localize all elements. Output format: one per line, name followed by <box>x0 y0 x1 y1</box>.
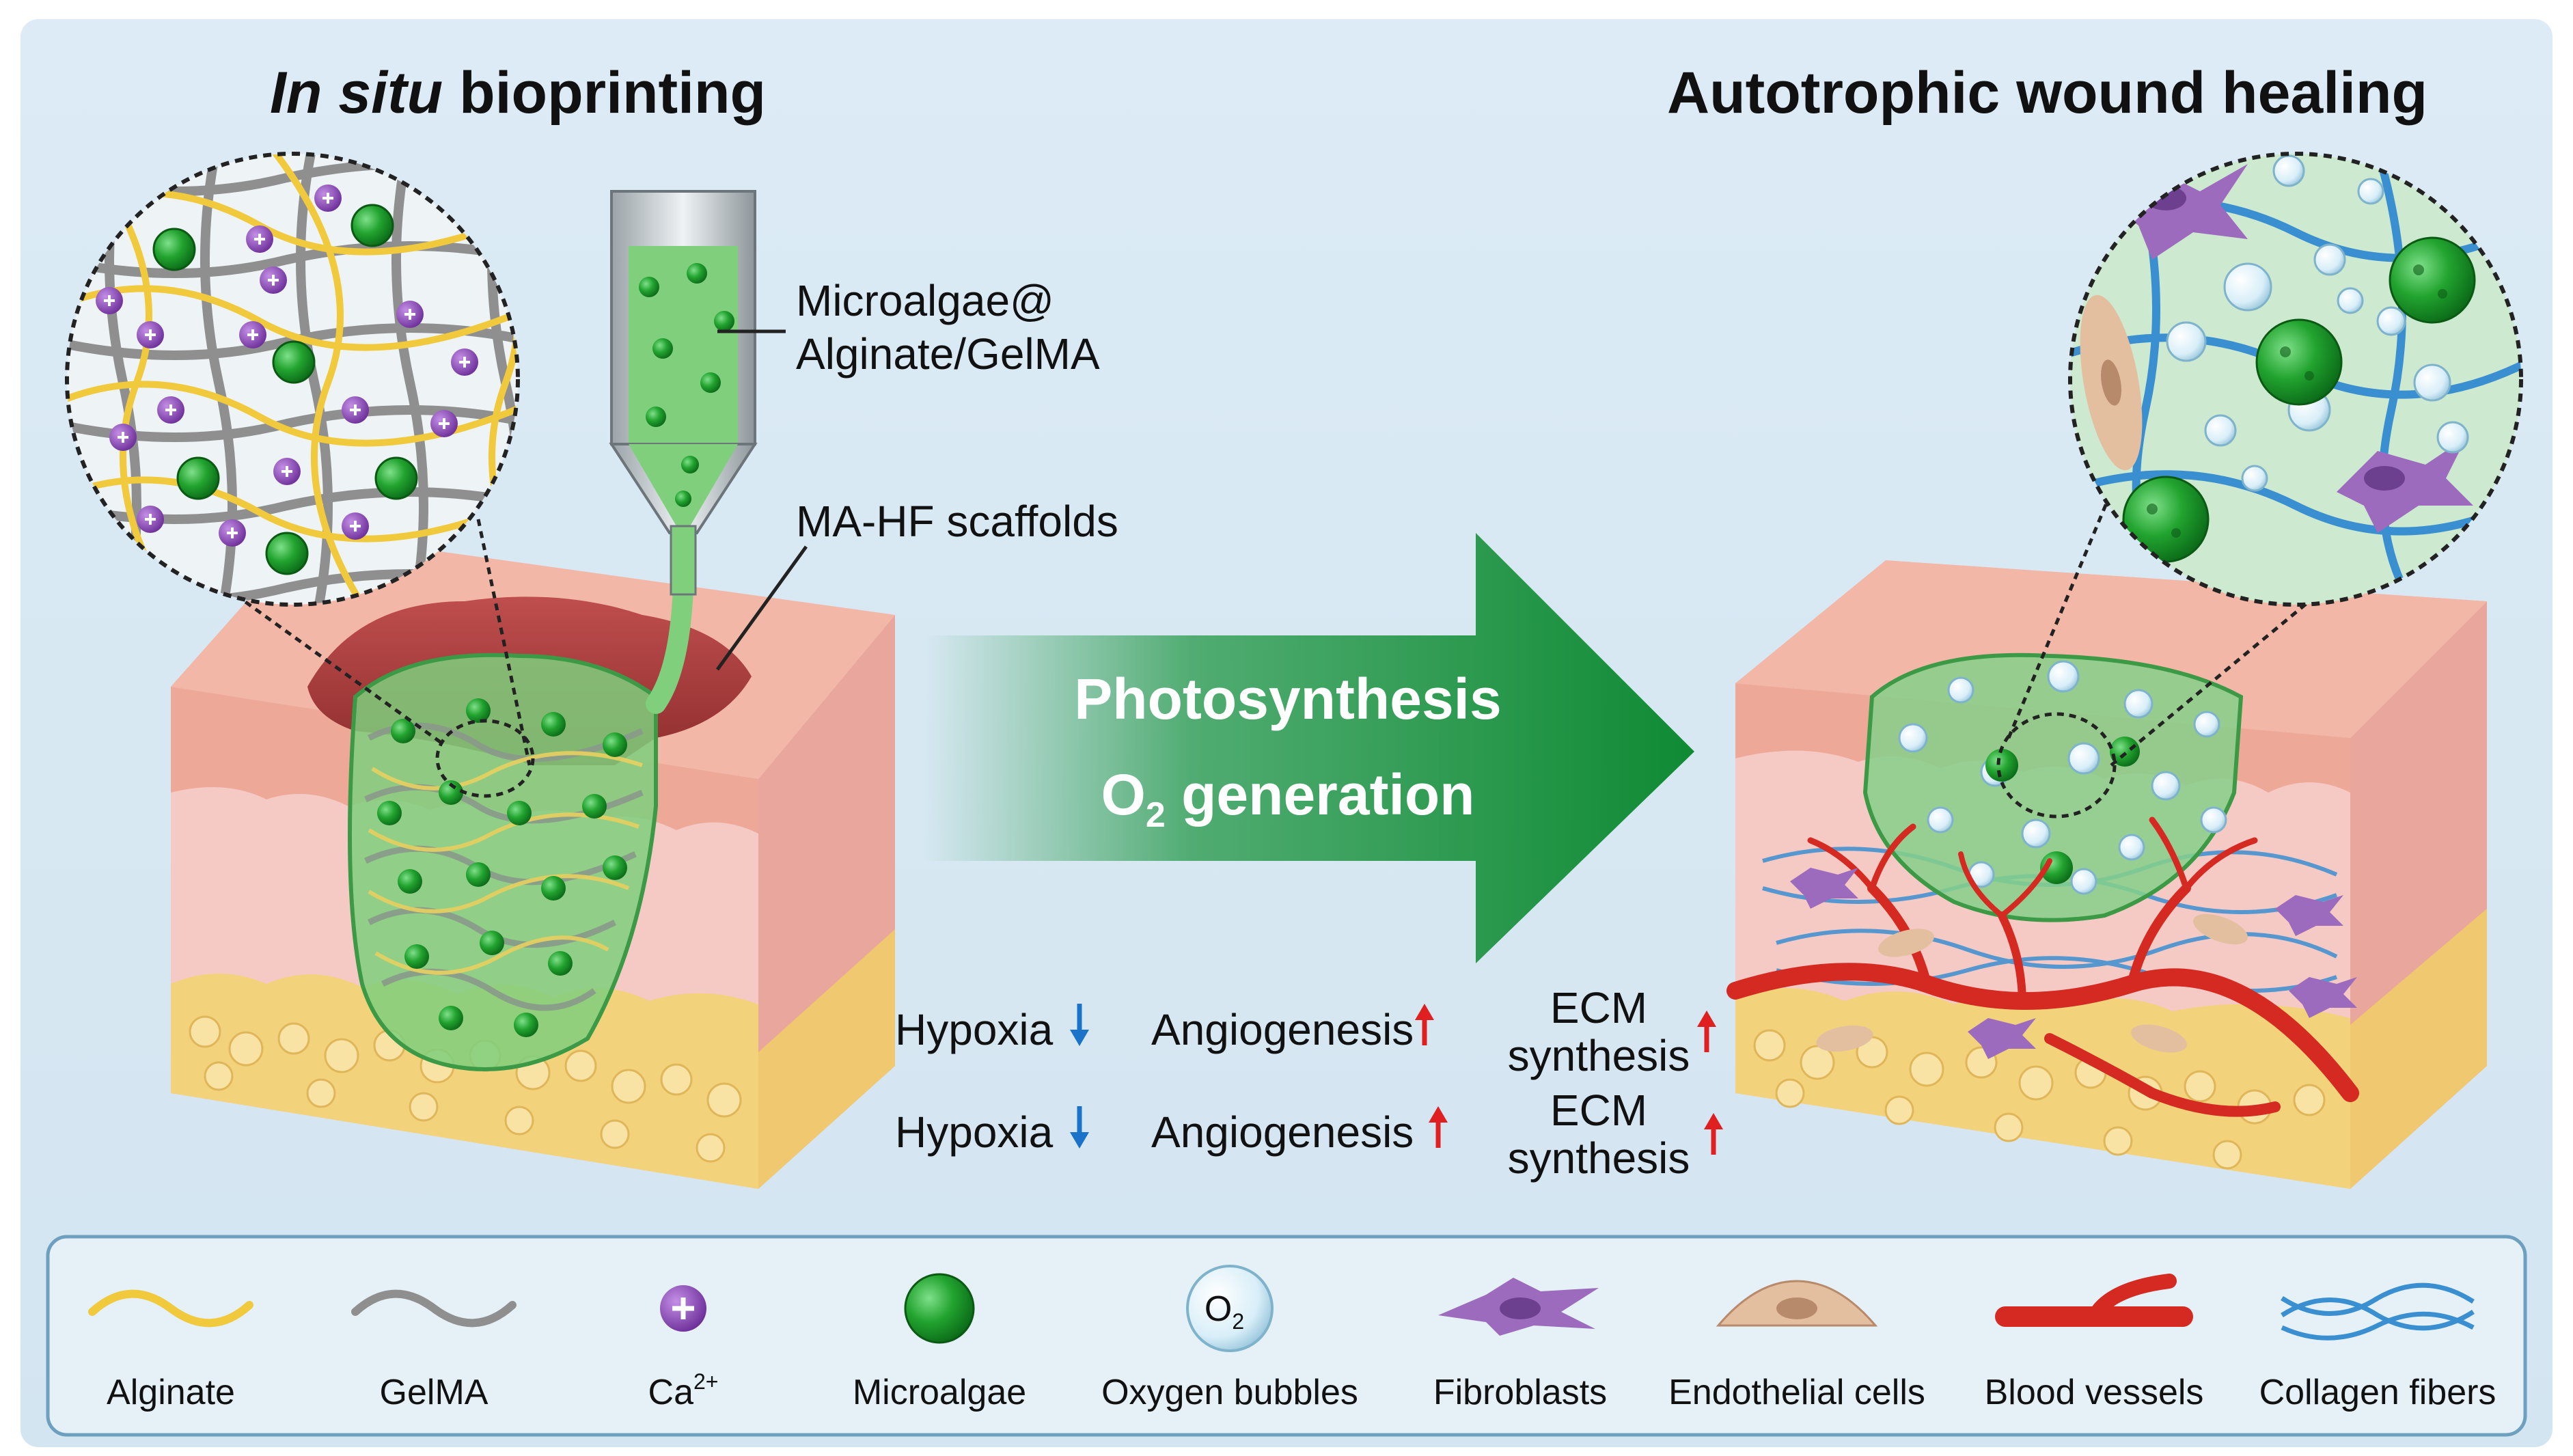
legend-item: Alginate <box>88 1289 253 1412</box>
dermal-cells <box>1790 868 2357 1059</box>
legend-item: Endothelial cells <box>1668 1280 1925 1412</box>
callout-line-scaffold <box>715 545 808 671</box>
gelma-icon <box>351 1289 517 1328</box>
up-arrow-icon <box>1697 1011 1716 1052</box>
skin-block-left <box>171 519 895 1189</box>
legend-label: Blood vessels <box>1985 1373 2204 1412</box>
legend-label: Alginate <box>107 1373 235 1412</box>
zoom-origin-left <box>435 719 535 798</box>
up-arrow-icon <box>1704 1113 1723 1155</box>
legend-label: Ca2+ <box>648 1369 719 1412</box>
legend-item: Fibroblasts <box>1433 1278 1607 1412</box>
callout-scaffold: MA-HF scaffolds <box>796 497 1118 546</box>
oxygen-bubble-icon: O2 <box>1186 1265 1274 1352</box>
legend-label: GelMA <box>380 1373 489 1412</box>
callout-bioink-line2: Alginate/GelMA <box>796 329 1100 379</box>
left-title: In situ bioprinting <box>270 60 766 126</box>
photosynthesis-arrow: Photosynthesis O2 generation <box>922 533 1694 963</box>
up-arrow-icon <box>1415 1004 1434 1045</box>
legend-label: Microalgae <box>853 1373 1026 1412</box>
skin-block-right <box>1726 491 2487 1189</box>
fibroblast-icon <box>1438 1278 1599 1336</box>
effect-ecm-line2: synthesis <box>1508 1134 1690 1183</box>
down-arrow-icon <box>1070 1106 1089 1149</box>
vessel-network <box>1726 816 2359 1117</box>
down-arrow-icon <box>1070 1004 1089 1046</box>
effect-ecm-line1: ECM <box>1550 1086 1647 1135</box>
legend-label: Oxygen bubbles <box>1101 1373 1358 1412</box>
legend-label: Fibroblasts <box>1433 1373 1607 1412</box>
bioprinter-nozzle <box>609 190 758 596</box>
effect-ecm-line1: ECM <box>1550 983 1647 1032</box>
blood-vessel-icon <box>1995 1274 2193 1327</box>
legend-label: Endothelial cells <box>1668 1373 1925 1412</box>
extruded-filament <box>646 577 693 714</box>
arrow-label-photosynthesis: Photosynthesis <box>1074 667 1501 731</box>
alginate-icon <box>88 1289 253 1328</box>
legend-item: Ca2+ <box>648 1285 719 1412</box>
effect-angiogenesis: Angiogenesis <box>1151 1005 1414 1054</box>
arrow-label-o2-generation: O2 generation <box>1101 763 1475 835</box>
zoom-origin-right <box>1996 712 2117 819</box>
legend-box <box>46 1235 2527 1437</box>
right-title: Autotrophic wound healing <box>1667 60 2427 126</box>
microalgae-icon <box>904 1273 975 1344</box>
collagen-fiber-icon <box>2281 1282 2475 1341</box>
callout-bioink-line1: Microalgae@ <box>796 276 1054 325</box>
effect-angiogenesis: Angiogenesis <box>1151 1108 1414 1157</box>
effect-hypoxia: Hypoxia <box>895 1005 1054 1054</box>
printed-scaffold <box>348 653 658 1071</box>
calcium-ion-icon <box>660 1285 706 1332</box>
legend-item: GelMA <box>351 1289 517 1412</box>
legend-item: Microalgae <box>853 1273 1026 1412</box>
legend-label: Collagen fibers <box>2259 1373 2496 1412</box>
zoom-lens-left <box>65 152 520 607</box>
legend-item: Blood vessels <box>1985 1274 2204 1412</box>
endothelial-cell-icon <box>1716 1280 1878 1327</box>
oxygen-bubble-label: O2 <box>1205 1289 1244 1334</box>
up-arrow-icon <box>1429 1106 1448 1148</box>
effect-hypoxia: Hypoxia <box>895 1108 1054 1157</box>
legend-item: Collagen fibers <box>2259 1282 2496 1412</box>
effect-ecm-line2: synthesis <box>1508 1031 1690 1080</box>
